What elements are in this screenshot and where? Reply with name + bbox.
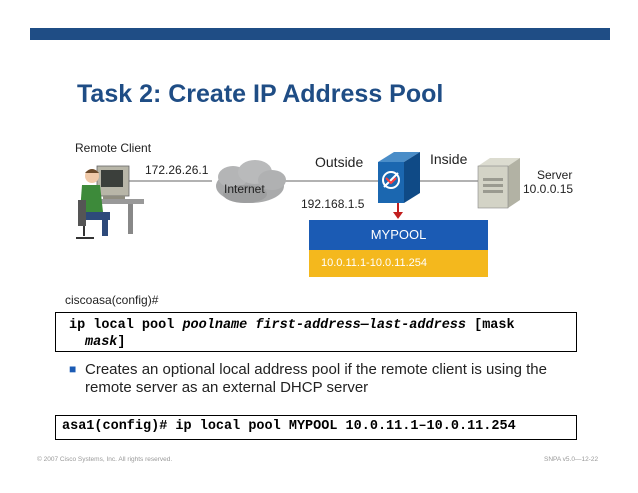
inside-label: Inside [430,151,468,167]
footer-page-ref: SNPA v5.0—12-22 [544,456,599,463]
config-prompt-label: ciscoasa(config)# [65,293,159,307]
server-label: Server [537,168,573,182]
syntax-mask-close: ] [117,335,126,350]
footer-copyright: © 2007 Cisco Systems, Inc. All rights re… [37,456,173,463]
remote-client-label: Remote Client [75,141,152,155]
remote-client-icon [76,165,144,239]
pool-range-box: 10.0.11.1-10.0.11.254 [309,250,488,277]
server-icon [477,158,520,209]
syntax-mask: mask [85,335,118,350]
slide-title: Task 2: Create IP Address Pool [77,80,444,108]
bullet-square-icon: ■ [69,362,77,376]
syntax-address-range: first-address—last-address [255,318,466,333]
syntax-poolname: poolname [182,318,248,333]
client-ip-label: 172.26.26.1 [145,163,209,177]
example-command-box: asa1(config)# ip local pool MYPOOL 10.0.… [55,415,577,440]
outside-label: Outside [315,154,364,170]
internet-cloud-icon [216,160,286,203]
syntax-mask-open: [mask [474,318,515,333]
pool-name-box: MYPOOL [309,220,488,250]
asa-firewall-icon [378,152,420,203]
command-syntax-box: ip local pool poolname first-address—las… [55,312,577,352]
outside-ip-label: 192.168.1.5 [301,197,365,211]
syntax-command: ip local pool [69,318,175,333]
top-bar [30,28,610,40]
internet-label: Internet [224,182,265,196]
server-ip-label: 10.0.0.15 [523,182,574,196]
bullet-text: Creates an optional local address pool i… [85,361,547,396]
